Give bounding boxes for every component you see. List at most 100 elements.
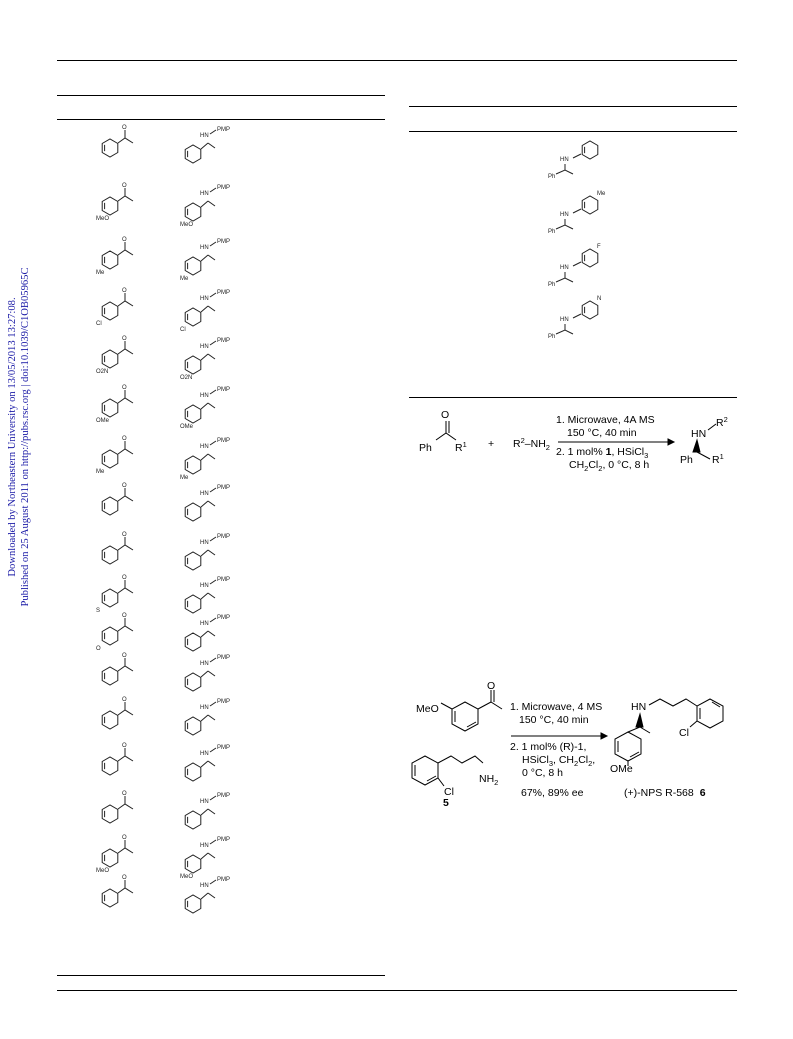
scheme1-cond-4: CH2Cl2, 0 °C, 8 h xyxy=(569,459,649,473)
amine-hn-label: HN xyxy=(200,705,209,711)
amine-r-label: PMP xyxy=(217,877,230,883)
left-table-header-rule xyxy=(57,119,385,120)
amine-hn-label: HN xyxy=(200,661,209,667)
amine-hn-label: HN xyxy=(200,491,209,497)
amine-r-label: PMP xyxy=(217,793,230,799)
ketone-substituent-label: MeO xyxy=(96,216,109,222)
ketone-oxygen-label: O xyxy=(122,336,127,342)
ketone-oxygen-label: O xyxy=(122,697,127,703)
amine-hn-label: HN xyxy=(200,583,209,589)
scheme2-nh2: NH2 xyxy=(479,773,498,787)
ketone-substituent-label: MeO xyxy=(96,868,109,874)
scheme2-product-ome: OMe xyxy=(610,763,633,775)
footer-rule xyxy=(57,990,737,991)
ketone-oxygen-label: O xyxy=(122,875,127,881)
ketone-oxygen-label: O xyxy=(122,237,127,243)
amine-hn-label: HN xyxy=(200,621,209,627)
scheme2-yield: 67%, 89% ee xyxy=(521,787,584,799)
amine-r-label: PMP xyxy=(217,185,230,191)
scheme1-r1: R xyxy=(455,442,463,454)
amine-substituent-label: MeO xyxy=(180,222,193,228)
amine-substituent-label: Cl xyxy=(180,327,186,333)
ketone-substituent-label: Me xyxy=(96,469,105,475)
right-table-top-rule xyxy=(409,106,737,107)
amine-hn-label: HN xyxy=(200,393,209,399)
amine-hn-label: HN xyxy=(200,191,209,197)
right-table-row: N HN Ph xyxy=(548,296,601,340)
ketone-oxygen-label: O xyxy=(122,483,127,489)
amine-substituent-label: MeO xyxy=(180,874,193,880)
scheme1-product-hn: HN xyxy=(691,428,706,440)
amine-hn-label: HN xyxy=(200,344,209,350)
amine-ph-label: Ph xyxy=(548,334,555,340)
amine-hn-label: HN xyxy=(200,751,209,757)
scheme2-amine-5: Cl NH2 5 xyxy=(411,755,498,809)
amine-hn-label: HN xyxy=(560,157,569,163)
ketone-oxygen-label: O xyxy=(122,575,127,581)
header-rule xyxy=(57,60,737,61)
scheme2-cond-4: HSiCl3, CH2Cl2, xyxy=(522,754,595,768)
amine-r-label: PMP xyxy=(217,485,230,491)
scheme1-ph: Ph xyxy=(419,442,432,454)
ketone-oxygen-label: O xyxy=(122,125,127,131)
left-table-row: O HN PMP xyxy=(101,483,230,522)
svg-text:R1: R1 xyxy=(455,440,467,454)
left-table-row: O HN PMP xyxy=(101,125,230,164)
ketone-oxygen-label: O xyxy=(122,613,127,619)
amine-hn-label: HN xyxy=(200,883,209,889)
right-table-header-rule xyxy=(409,131,737,132)
amine-r-label: PMP xyxy=(217,615,230,621)
scheme1-ketone: O Ph R1 xyxy=(419,409,467,454)
amine-hn-label: HN xyxy=(200,444,209,450)
scheme1-cond-3: 2. 1 mol% 1, HSiCl3 xyxy=(556,446,648,460)
amine-hn-label: HN xyxy=(560,265,569,271)
amine-ph-label: Ph xyxy=(548,282,555,288)
amine-hn-label: HN xyxy=(200,799,209,805)
ketone-substituent-label: Cl xyxy=(96,321,102,327)
amine-hn-label: HN xyxy=(200,540,209,546)
aryl-substituent-label: N xyxy=(597,296,601,302)
svg-text:R1: R1 xyxy=(712,452,724,466)
left-table-row: O HN PMP xyxy=(101,791,230,830)
amine-r-label: PMP xyxy=(217,127,230,133)
right-table-bottom-rule xyxy=(409,397,737,398)
ketone-substituent-label: O xyxy=(96,646,101,652)
scheme1-ketone-oxygen: O xyxy=(441,409,449,421)
left-table-bottom-rule xyxy=(57,975,385,976)
ketone-substituent-label: OMe xyxy=(96,418,110,424)
amine-r-label: PMP xyxy=(217,290,230,296)
ketone-substituent-label: O2N xyxy=(96,369,108,375)
amine-hn-label: HN xyxy=(200,133,209,139)
left-table-row: O HN PMP xyxy=(101,875,230,914)
ketone-oxygen-label: O xyxy=(122,743,127,749)
amine-r-label: PMP xyxy=(217,655,230,661)
amine-hn-label: HN xyxy=(560,317,569,323)
ketone-oxygen-label: O xyxy=(122,791,127,797)
ketone-oxygen-label: O xyxy=(122,288,127,294)
ketone-oxygen-label: O xyxy=(122,835,127,841)
scheme2-cond-3: 2. 1 mol% (R)-1, xyxy=(510,741,586,753)
ketone-substituent-label: Me xyxy=(96,270,105,276)
amine-hn-label: HN xyxy=(200,245,209,251)
ketone-oxygen-label: O xyxy=(122,436,127,442)
scheme2-product-6: HN Cl OMe xyxy=(610,698,724,775)
scheme1-product-r1: R xyxy=(712,454,720,466)
amine-r-label: PMP xyxy=(217,239,230,245)
amine-r-label: PMP xyxy=(217,438,230,444)
scheme2-cond-2: 150 °C, 40 min xyxy=(519,714,589,726)
amine-substituent-label: OMe xyxy=(180,424,194,430)
amine-r-label: PMP xyxy=(217,577,230,583)
scheme1-cond-2: 150 °C, 40 min xyxy=(567,427,637,439)
amine-hn-label: HN xyxy=(200,296,209,302)
